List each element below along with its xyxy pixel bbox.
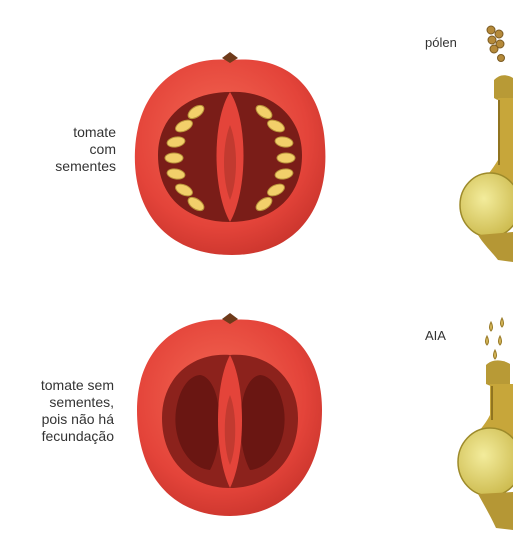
label-line: sementes: [20, 158, 116, 175]
label-line: tomate sem: [2, 377, 114, 394]
pollen-label: pólen: [425, 35, 457, 50]
label-line: sementes,: [2, 394, 114, 411]
aia-drops: [486, 318, 504, 359]
label-line: tomate: [20, 124, 116, 141]
label-line: com: [20, 141, 116, 158]
tomato-without-seeds: [137, 313, 322, 516]
tomato-with-seeds: [135, 52, 326, 255]
pistil-pollinated: [460, 26, 513, 262]
aia-label: AIA: [425, 328, 446, 343]
label-line: fecundação: [2, 428, 114, 445]
pollen-grains: [487, 26, 505, 62]
label-tomato-without-seeds: tomate sem sementes, pois não há fecunda…: [2, 377, 114, 445]
label-tomato-with-seeds: tomate com sementes: [20, 124, 116, 175]
pistil-aia: [458, 318, 513, 530]
label-line: pois não há: [2, 411, 114, 428]
